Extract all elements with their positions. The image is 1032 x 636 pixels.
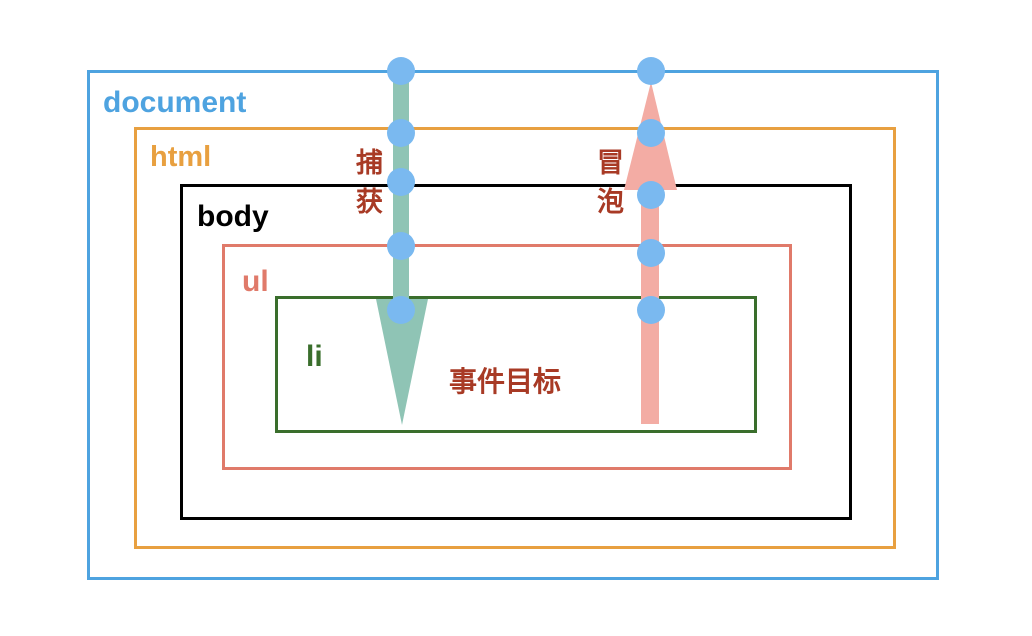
html-box [134,127,896,549]
body-box [180,184,852,520]
document-label: document [103,86,247,119]
document-box [87,70,939,580]
li-box [275,296,757,433]
capture-arrow-head [376,299,428,425]
capture-node-li [387,296,415,324]
capture-label-char-1: 捕 [356,148,383,179]
capture-label: 捕 获 [356,150,383,228]
bubble-node-body [637,181,665,209]
bubble-label: 冒 泡 [597,150,624,228]
bubble-label-char-2: 泡 [597,187,624,218]
event-target-label: 事件目标 [449,365,562,398]
bubble-node-li [637,296,665,324]
li-label: li [306,340,323,373]
bubble-node-html [637,119,665,147]
capture-node-ul [387,232,415,260]
ul-box [222,244,792,470]
body-label: body [197,200,269,233]
capture-label-char-2: 获 [356,187,383,218]
html-label: html [150,141,212,173]
capture-node-html [387,119,415,147]
capture-node-document [387,57,415,85]
bubble-label-char-1: 冒 [597,148,624,179]
ul-label: ul [242,265,269,298]
bubble-node-ul [637,239,665,267]
bubble-node-document [637,57,665,85]
capture-node-body [387,168,415,196]
